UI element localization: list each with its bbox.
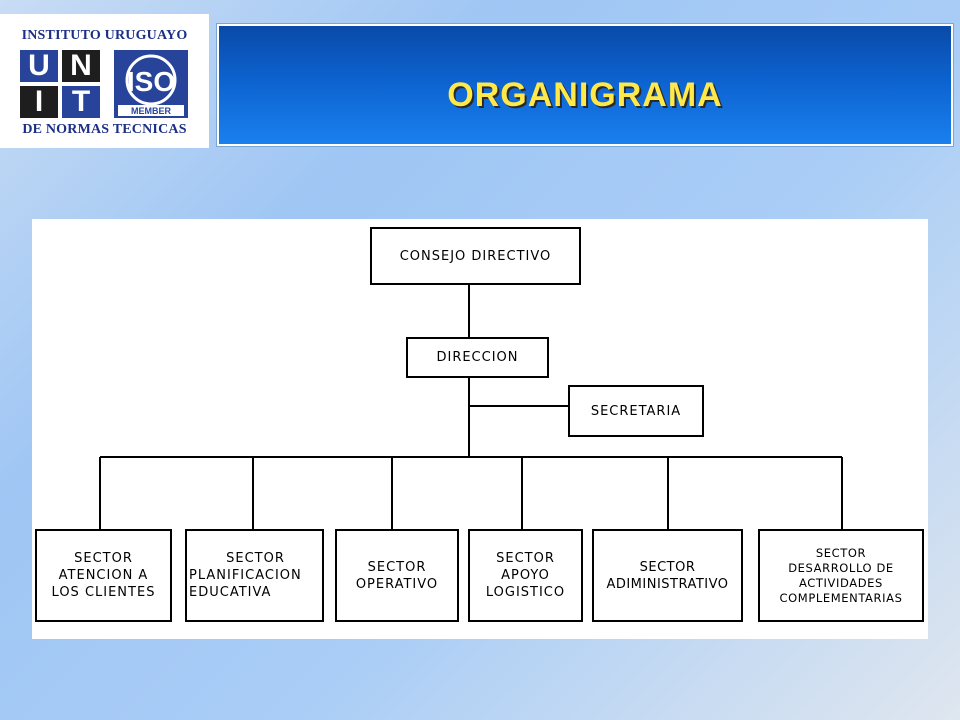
secretaria-label: SECRETARIA: [590, 403, 682, 419]
unit-letter-n: N: [62, 49, 100, 82]
box-secretaria: SECRETARIA: [568, 385, 704, 437]
box-sector-administrativo: SECTOR ADIMINISTRATIVO: [592, 529, 743, 622]
sector-label: SECTOR: [496, 551, 555, 566]
iso-member-text: MEMBER: [131, 106, 171, 116]
page-title: ORGANIGRAMA: [447, 76, 723, 114]
sector-label: ATENCION A: [58, 568, 149, 583]
sector-label: EDUCATIVA: [189, 585, 272, 600]
sector-label: DESARROLLO DE: [788, 560, 894, 575]
logo: INSTITUTO URUGUAYO U N I T ISO MEMBER DE…: [0, 14, 209, 148]
title-banner: ORGANIGRAMA: [217, 24, 953, 146]
org-chart: CONSEJO DIRECTIVO DIRECCION SECRETARIA S…: [32, 219, 928, 639]
sector-label: APOYO: [501, 568, 550, 583]
unit-letter-u: U: [20, 49, 58, 82]
box-direccion: DIRECCION: [406, 337, 549, 378]
box-sector-atencion-clientes: SECTOR ATENCION A LOS CLIENTES: [35, 529, 172, 622]
sector-label: SECTOR: [74, 551, 133, 566]
sector-label: LOGISTICO: [485, 585, 566, 600]
sector-label: SECTOR: [639, 559, 696, 575]
sector-label: ACTIVIDADES: [799, 575, 883, 590]
unit-letter-i: I: [20, 85, 58, 118]
iso-text: ISO: [127, 66, 175, 97]
sector-label: OPERATIVO: [355, 576, 439, 592]
sector-label: COMPLEMENTARIAS: [779, 590, 903, 605]
box-sector-apoyo-logistico: SECTOR APOYO LOGISTICO: [468, 529, 583, 622]
sector-label: PLANIFICACION: [189, 568, 302, 583]
direccion-label: DIRECCION: [436, 350, 519, 365]
connector-lines: [99, 285, 843, 530]
logo-top-text: INSTITUTO URUGUAYO: [21, 28, 188, 43]
sector-label: ADIMINISTRATIVO: [606, 576, 729, 592]
box-sector-desarrollo-actividades: SECTOR DESARROLLO DE ACTIVIDADES COMPLEM…: [758, 529, 924, 622]
logo-bottom-text: DE NORMAS TECNICAS: [22, 122, 187, 137]
sector-label: SECTOR: [226, 551, 285, 566]
box-consejo-directivo: CONSEJO DIRECTIVO: [370, 227, 581, 285]
sector-label: LOS CLIENTES: [51, 585, 156, 600]
box-sector-operativo: SECTOR OPERATIVO: [335, 529, 459, 622]
sector-label: SECTOR: [367, 559, 427, 575]
consejo-label: CONSEJO DIRECTIVO: [399, 248, 552, 264]
unit-logo-grid: U N I T: [20, 49, 100, 118]
sector-label: SECTOR: [815, 545, 867, 560]
unit-letter-t: T: [62, 85, 100, 118]
box-sector-planificacion-educativa: SECTOR PLANIFICACION EDUCATIVA: [185, 529, 324, 622]
iso-member-logo: ISO MEMBER: [114, 50, 188, 118]
